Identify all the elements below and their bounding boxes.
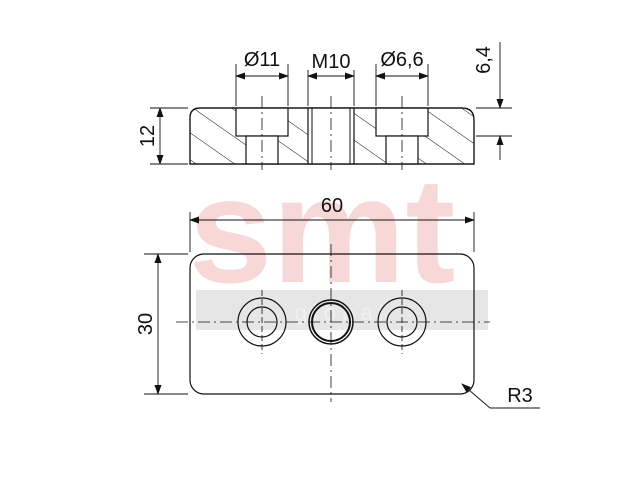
section-view xyxy=(189,96,475,170)
dim-width: 60 xyxy=(321,195,343,217)
dim-thread: M10 xyxy=(312,51,351,73)
watermark-brand: smt xyxy=(189,146,456,314)
dim-hole-small: Ø6,6 xyxy=(380,49,423,71)
dim-radius: R3 xyxy=(507,385,533,407)
plan-view xyxy=(176,244,490,402)
section-dimensions xyxy=(150,42,512,165)
plan-dimensions xyxy=(144,212,540,409)
dim-height-section: 12 xyxy=(137,125,159,147)
dim-height-plan: 30 xyxy=(135,313,157,335)
watermark-band xyxy=(196,290,488,330)
watermark: smt global xyxy=(189,146,488,330)
dim-depth: 6,4 xyxy=(473,46,495,74)
dim-hole-large: Ø11 xyxy=(244,49,280,71)
plate-outline xyxy=(189,253,475,395)
